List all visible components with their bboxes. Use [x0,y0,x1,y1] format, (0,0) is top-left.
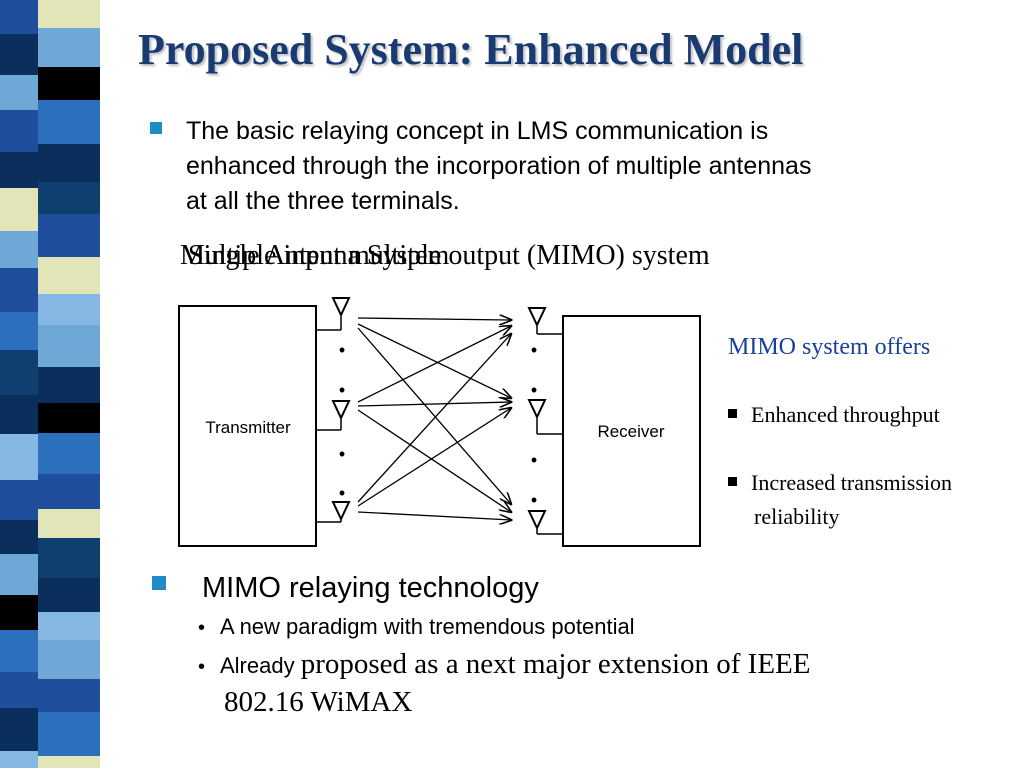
antenna-icon [527,307,547,328]
strip-block [0,268,38,312]
sub-bullet-dot: • [198,656,206,678]
bullet-square-icon [728,409,737,418]
sub-bullet-wimax-text: 802.16 WiMAX [224,686,413,718]
strip-block [38,640,100,679]
transmitter-antenna-2 [316,400,351,431]
receiver-label: Receiver [597,422,664,441]
strip-block [38,325,100,367]
receiver-box [562,315,701,547]
sub-bullet-proposed-text: proposed as a next major extension of IE… [300,648,811,680]
strip-column-inner [38,0,100,768]
ellipsis-dot: • [531,340,537,360]
strip-block [38,67,100,100]
receiver-antenna-2 [527,399,563,435]
strip-block [0,434,38,480]
strip-block [0,480,38,520]
strip-block [0,708,38,751]
sub-bullet-new-paradigm-text: A new paradigm with tremendous potential [220,614,635,639]
diagram-caption-mimo: Multiple input multiple output (MIMO) sy… [180,240,710,271]
antenna-icon [527,510,547,531]
section-mimo-relaying-title: MIMO relaying technology [202,572,539,604]
antenna-icon [331,297,351,318]
diagram-caption-single-antenna: Single Antenna System [188,240,450,271]
strip-block [0,520,38,554]
strip-block [38,367,100,403]
receiver-antenna-3 [527,510,563,535]
transmitter-antenna-1 [316,297,351,331]
bullet-square-icon [152,576,166,590]
strip-block [0,34,38,75]
ellipsis-dot: • [339,483,345,503]
strip-block [38,0,100,28]
sub-bullet-dot: • [198,617,206,639]
antenna-icon [527,399,547,420]
strip-block [38,679,100,712]
decorative-left-strip [0,0,100,768]
strip-block [38,144,100,182]
strip-block [0,554,38,595]
strip-block [0,395,38,434]
main-bullet-text: The basic relaying concept in LMS commun… [186,117,812,215]
ellipsis-dot: • [339,380,345,400]
ellipsis-dot: • [531,450,537,470]
strip-block [0,152,38,188]
mimo-diagram: Transmitter Receiver • • • • • • • • [178,297,701,547]
strip-block [38,433,100,474]
strip-block [0,0,38,34]
strip-block [38,612,100,640]
slide-title: Proposed System: Enhanced Model [138,25,804,74]
strip-block [0,350,38,395]
strip-block [38,756,100,768]
strip-block [38,100,100,144]
ellipsis-dot: • [339,340,345,360]
ellipsis-dot: • [531,380,537,400]
strip-block [0,110,38,152]
strip-block [38,578,100,612]
feature-reliability-text: Increased transmission [751,470,952,495]
transmitter-antenna-3 [316,501,351,523]
bullet-square-icon [150,122,162,134]
antenna-icon [331,501,351,522]
transmitter-label: Transmitter [205,418,291,437]
strip-block [38,257,100,294]
strip-block [38,294,100,325]
strip-block [38,509,100,538]
transmitter-box [178,305,317,547]
sub-bullet-already-proposed: • Already proposed as a next major extens… [198,648,810,681]
strip-block [0,75,38,110]
strip-block [0,595,38,630]
strip-block [0,672,38,708]
strip-column-outer [0,0,38,768]
strip-block [0,751,38,768]
strip-block [38,474,100,509]
strip-block [0,630,38,672]
sub-bullet-already-text: Already [220,653,301,678]
mimo-offers-title: MIMO system offers [728,334,931,360]
channel-paths [357,318,511,520]
antenna-icon [331,400,351,421]
strip-block [38,182,100,214]
feature-reliability-continuation: reliability [754,504,840,529]
receiver-antenna-1 [527,307,563,335]
strip-block [38,28,100,67]
strip-block [0,188,38,231]
strip-block [38,712,100,756]
strip-block [38,403,100,433]
bullet-square-icon [728,477,737,486]
strip-block [0,231,38,268]
feature-throughput-text: Enhanced throughput [751,402,940,427]
feature-throughput: Enhanced throughput [728,398,940,432]
strip-block [0,312,38,350]
feature-reliability: Increased transmission reliability [728,466,952,534]
sub-bullet-new-paradigm: • A new paradigm with tremendous potentia… [198,614,635,640]
strip-block [38,214,100,257]
ellipsis-dot: • [531,490,537,510]
strip-block [38,538,100,578]
ellipsis-dot: • [339,444,345,464]
